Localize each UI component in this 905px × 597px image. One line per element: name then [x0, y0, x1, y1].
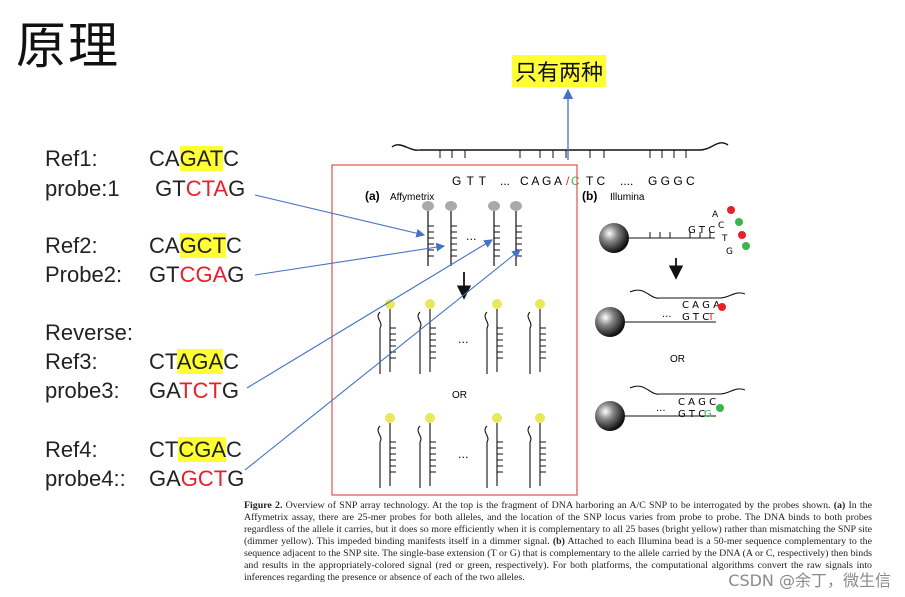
row-label: Probe2: [45, 262, 123, 287]
seq-dots2: .... [620, 174, 633, 188]
row-label: Ref2: [45, 233, 98, 258]
affy-bound-probes-2: ... [377, 413, 546, 488]
svg-text:C: C [718, 221, 724, 231]
row-ref2: Ref2:CAGCTC [45, 233, 242, 258]
arrow-probe3 [246, 239, 493, 389]
row-reverse: Reverse: [45, 320, 133, 346]
dna-fragment: G T T ... C A G A / C T C .... G G G C [391, 142, 729, 188]
svg-text:T: T [707, 312, 715, 323]
row-probe2: Probe2:GTCGAG [45, 262, 245, 287]
arrow-probe1 [254, 194, 426, 238]
panel-a-name: Affymetrix [390, 192, 434, 203]
seq-mid-pre: C A G A [520, 174, 562, 188]
row-ref3: Ref3:CTAGAC [45, 349, 240, 374]
svg-text:G T C: G T C [678, 409, 705, 420]
row-probe4: probe4::GAGCTG [45, 466, 245, 491]
panel-b-letter: (b) [582, 189, 597, 203]
illumina-or-label: OR [670, 354, 685, 365]
svg-text:G T C: G T C [688, 225, 715, 236]
svg-text:A: A [712, 210, 719, 220]
watermark: CSDN @余丁，微生信 [728, 571, 891, 590]
page-title: 原理 [16, 17, 120, 75]
seq-right: G G G C [648, 174, 695, 188]
affy-dots-mid: ... [458, 333, 469, 346]
illumina-bead-2: ... C A G A G T C T [595, 289, 746, 337]
row-label: probe3: [45, 378, 120, 403]
row-ref1: Ref1:CAGATC [45, 146, 240, 171]
panel-a-letter: (a) [365, 189, 380, 203]
row-probe3: probe3:GATCTG [45, 378, 240, 403]
affy-or-label: OR [452, 390, 467, 401]
seq-mid-post: T C [586, 174, 605, 188]
svg-text:G: G [726, 247, 733, 257]
row-label: probe4:: [45, 466, 126, 491]
row-label: Reverse: [45, 320, 134, 345]
seq-dots: ... [500, 174, 510, 188]
svg-text:G: G [704, 409, 712, 420]
seq-slash: / [566, 174, 570, 188]
row-label: probe:1 [45, 176, 120, 201]
row-label: Ref1: [45, 146, 98, 171]
affy-top-probes: ... [422, 201, 522, 300]
affy-dots-bot: ... [458, 448, 469, 461]
svg-text:G T C: G T C [682, 312, 709, 323]
svg-text:C A G A: C A G A [682, 300, 720, 311]
top-note-label: 只有两种 [512, 55, 607, 87]
row-label: Ref3: [45, 349, 98, 374]
panel-b-name: Illumina [610, 192, 645, 203]
illumina-bead-3: ... C A G C G T C G [595, 385, 746, 431]
seq-left: G T T [452, 174, 487, 188]
svg-text:T: T [721, 234, 728, 244]
svg-text:...: ... [656, 403, 666, 414]
svg-text:...: ... [662, 309, 672, 320]
highlight-box [331, 164, 578, 496]
affy-dots-top: ... [466, 230, 477, 243]
arrow-probe4 [244, 249, 521, 471]
row-ref4: Ref4:CTCGAC [45, 437, 242, 462]
affy-bound-probes-1: ... [377, 299, 546, 374]
svg-text:C A G C: C A G C [678, 397, 716, 408]
illumina-bead-1: G T C A C T G [599, 206, 750, 280]
row-label: Ref4: [45, 437, 98, 462]
seq-snp-c: C [571, 174, 580, 188]
arrow-probe2 [254, 242, 446, 276]
row-probe1: probe:1 GTCTAG [45, 176, 246, 201]
figure-caption: Figure 2. Overview of SNP array technolo… [244, 500, 872, 583]
